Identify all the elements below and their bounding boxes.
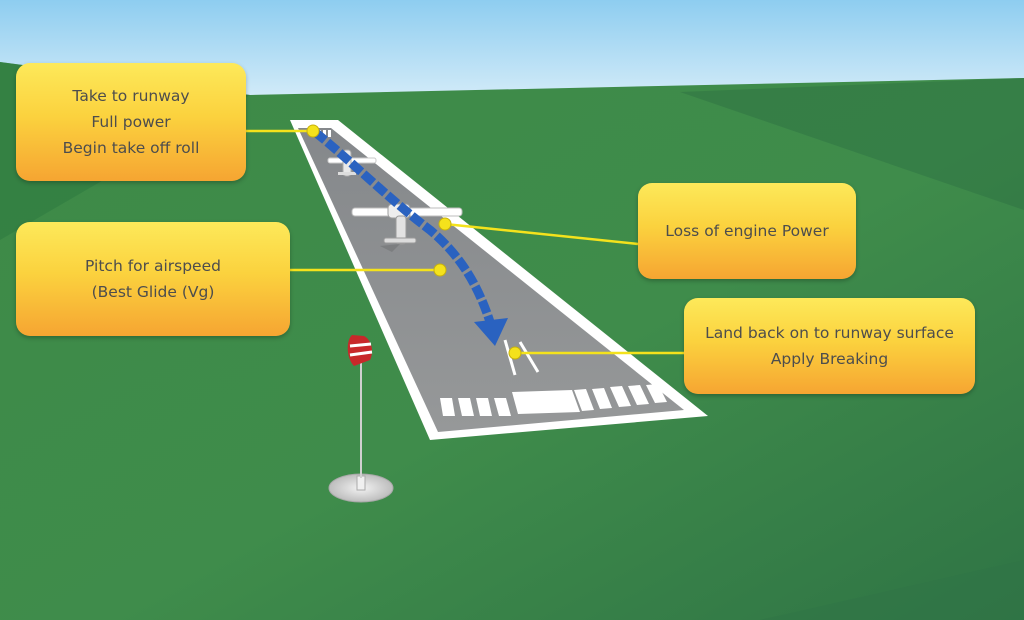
callout-engine-loss: Loss of engine Power xyxy=(638,183,856,279)
callout-land-line-2: Apply Breaking xyxy=(770,350,889,368)
callout-takeoff-line-1: Take to runway xyxy=(72,87,190,105)
callout-takeoff-line-2: Full power xyxy=(91,113,171,131)
callout-engine-loss-line-1: Loss of engine Power xyxy=(665,222,829,240)
callout-land: Land back on to runway surface Apply Bre… xyxy=(684,298,975,394)
hill-shade-right xyxy=(680,78,1024,210)
callout-takeoff-line-3: Begin take off roll xyxy=(62,139,200,157)
foreground-shade xyxy=(760,560,1024,620)
flight-path-arrow-icon xyxy=(312,128,508,346)
windsock-icon xyxy=(328,335,394,503)
callout-takeoff: Take to runway Full power Begin take off… xyxy=(16,63,246,181)
callout-land-line-1: Land back on to runway surface xyxy=(705,324,954,342)
leader-dots xyxy=(306,124,522,360)
leader-lines xyxy=(246,129,684,355)
runway-threshold-near xyxy=(440,384,667,416)
callout-pitch: Pitch for airspeed (Best Glide (Vg) xyxy=(16,222,290,336)
callout-pitch-line-2: (Best Glide (Vg) xyxy=(91,283,215,301)
runway-centerline xyxy=(503,339,540,376)
callout-pitch-line-1: Pitch for airspeed xyxy=(85,257,221,275)
